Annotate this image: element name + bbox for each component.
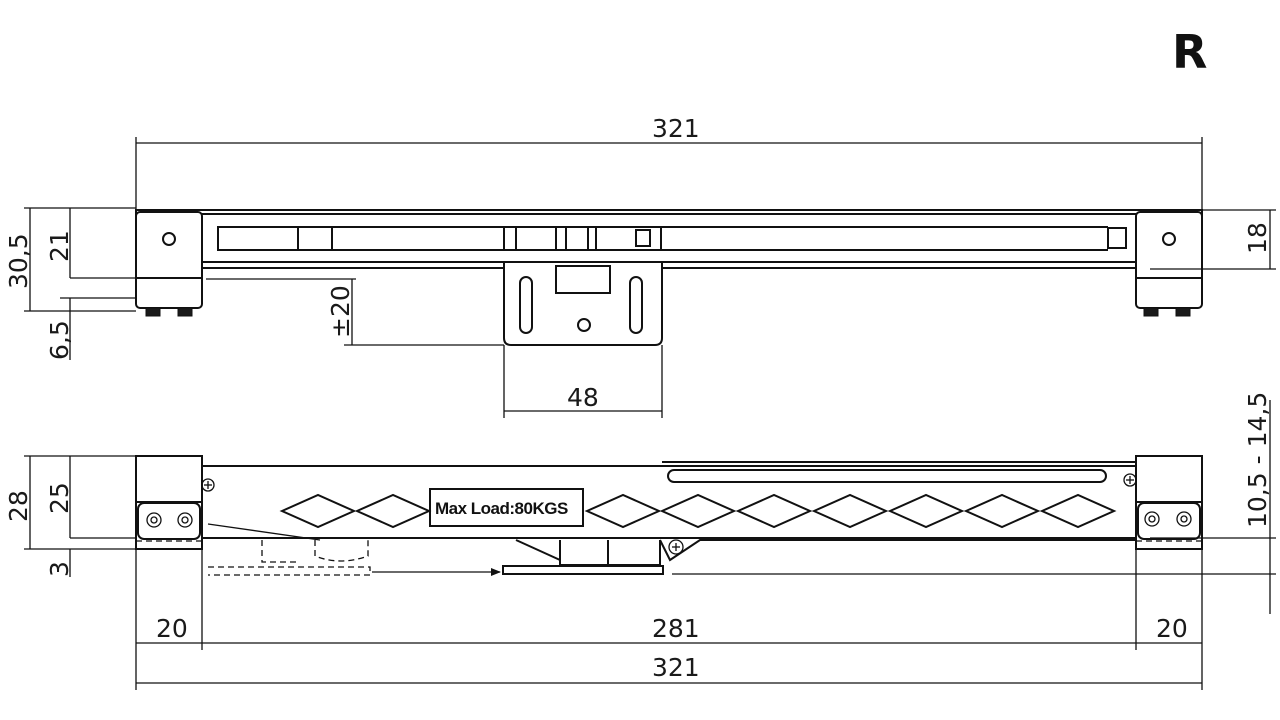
top-adjust-range: ±20 <box>326 285 355 338</box>
top-bracket-width: 48 <box>567 383 599 412</box>
side-offset-lower: 3 <box>45 561 74 577</box>
max-load-label: Max Load:80KGS <box>435 499 568 518</box>
drawing-mark-r: R <box>1172 25 1207 79</box>
side-overall-length: 321 <box>652 653 700 682</box>
top-foot-height: 6,5 <box>45 320 74 360</box>
side-height-upper: 25 <box>45 482 74 514</box>
side-middle-length: 281 <box>652 614 700 643</box>
top-height-total: 30,5 <box>4 233 33 289</box>
side-adjust-height: 10,5 - 14,5 <box>1243 392 1272 528</box>
top-overall-length: 321 <box>652 114 700 143</box>
side-height-total: 28 <box>4 490 33 522</box>
side-end-left: 20 <box>156 614 188 643</box>
top-view: 321 <box>4 114 1276 418</box>
top-right-height: 18 <box>1243 222 1272 254</box>
side-view: Max Load:80KGS 28 <box>4 392 1276 690</box>
side-end-right: 20 <box>1156 614 1188 643</box>
top-height-upper: 21 <box>45 230 74 262</box>
